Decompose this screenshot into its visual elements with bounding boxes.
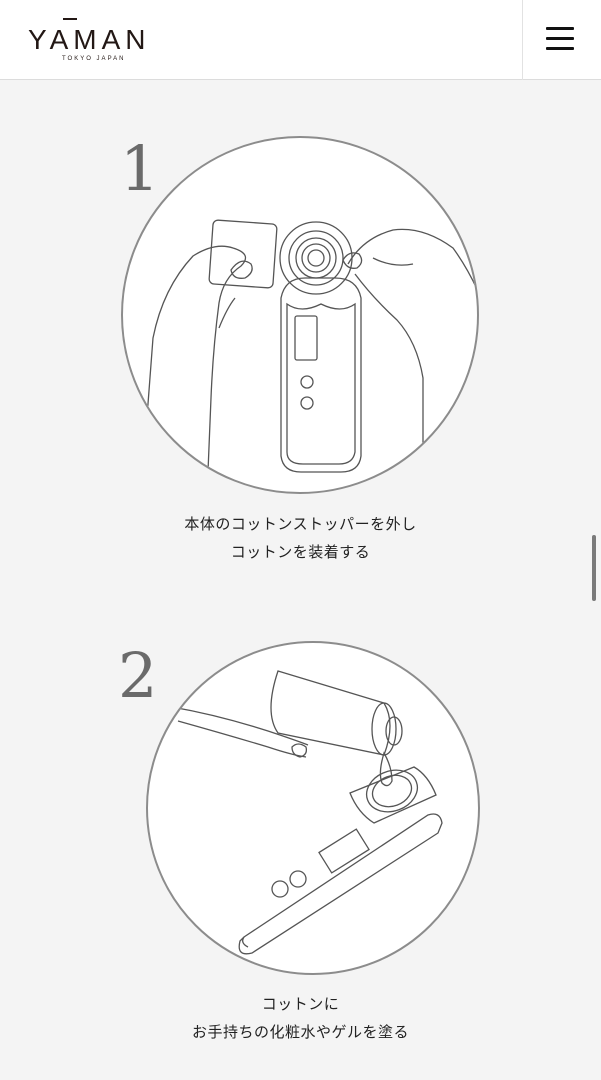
step-number: 1 xyxy=(120,132,160,205)
step-caption: 本体のコットンストッパーを外し コットンを装着する xyxy=(0,510,601,566)
caption-line: 本体のコットンストッパーを外し xyxy=(184,515,417,533)
logo-wordmark: YAMAN xyxy=(28,24,151,55)
pouring-lotion-icon xyxy=(171,670,443,955)
step-illustration xyxy=(146,641,480,975)
menu-button[interactable] xyxy=(522,0,601,80)
caption-line: コットンを装着する xyxy=(230,543,371,561)
step-number: 2 xyxy=(118,639,158,712)
caption-line: お手持ちの化粧水やゲルを塗る xyxy=(191,1023,409,1041)
step-caption: コットンに お手持ちの化粧水やゲルを塗る xyxy=(0,990,601,1046)
hands-cotton-device-icon xyxy=(140,219,477,492)
hamburger-menu-icon xyxy=(546,27,574,51)
logo-macron xyxy=(63,18,77,20)
caption-line: コットンに xyxy=(261,995,340,1013)
logo-tagline: TOKYO JAPAN xyxy=(62,56,126,62)
step-illustration xyxy=(121,136,479,494)
yaman-logo[interactable]: YAMAN TOKYO JAPAN xyxy=(28,14,158,68)
site-header: YAMAN TOKYO JAPAN xyxy=(0,0,601,80)
page-scrollbar[interactable] xyxy=(592,535,596,601)
